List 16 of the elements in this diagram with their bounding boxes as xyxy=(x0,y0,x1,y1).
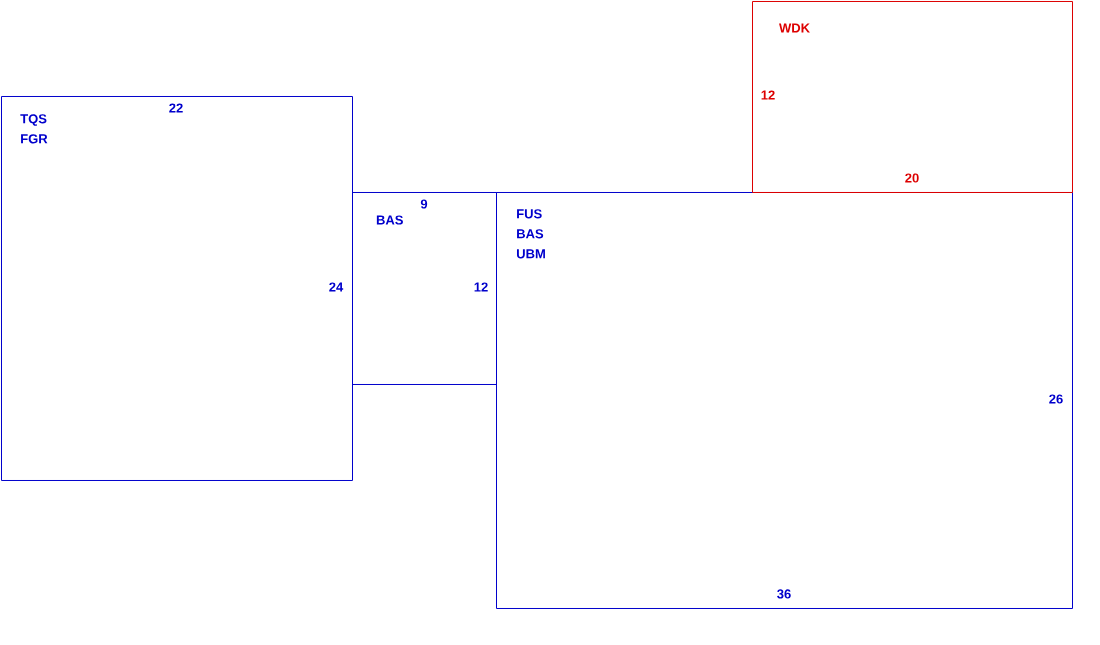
dimension-label: 12 xyxy=(761,90,775,100)
dimension-label: 24 xyxy=(329,282,344,292)
dimension-label: 9 xyxy=(420,199,428,209)
dimension-label: 26 xyxy=(1049,394,1063,404)
room-label: BAS xyxy=(376,215,403,225)
room-box xyxy=(752,1,1073,193)
room-box xyxy=(352,192,497,385)
dimension-label: 12 xyxy=(474,282,488,292)
room-box xyxy=(1,96,353,481)
room-label: WDK xyxy=(779,23,810,33)
room-label: FUS BAS UBM xyxy=(517,209,545,259)
room-label: TQS FGR xyxy=(20,114,48,144)
dimension-label: 20 xyxy=(905,173,919,183)
dimension-label: 22 xyxy=(169,103,183,113)
room-box xyxy=(496,192,1073,609)
dimension-label: 36 xyxy=(777,589,791,599)
